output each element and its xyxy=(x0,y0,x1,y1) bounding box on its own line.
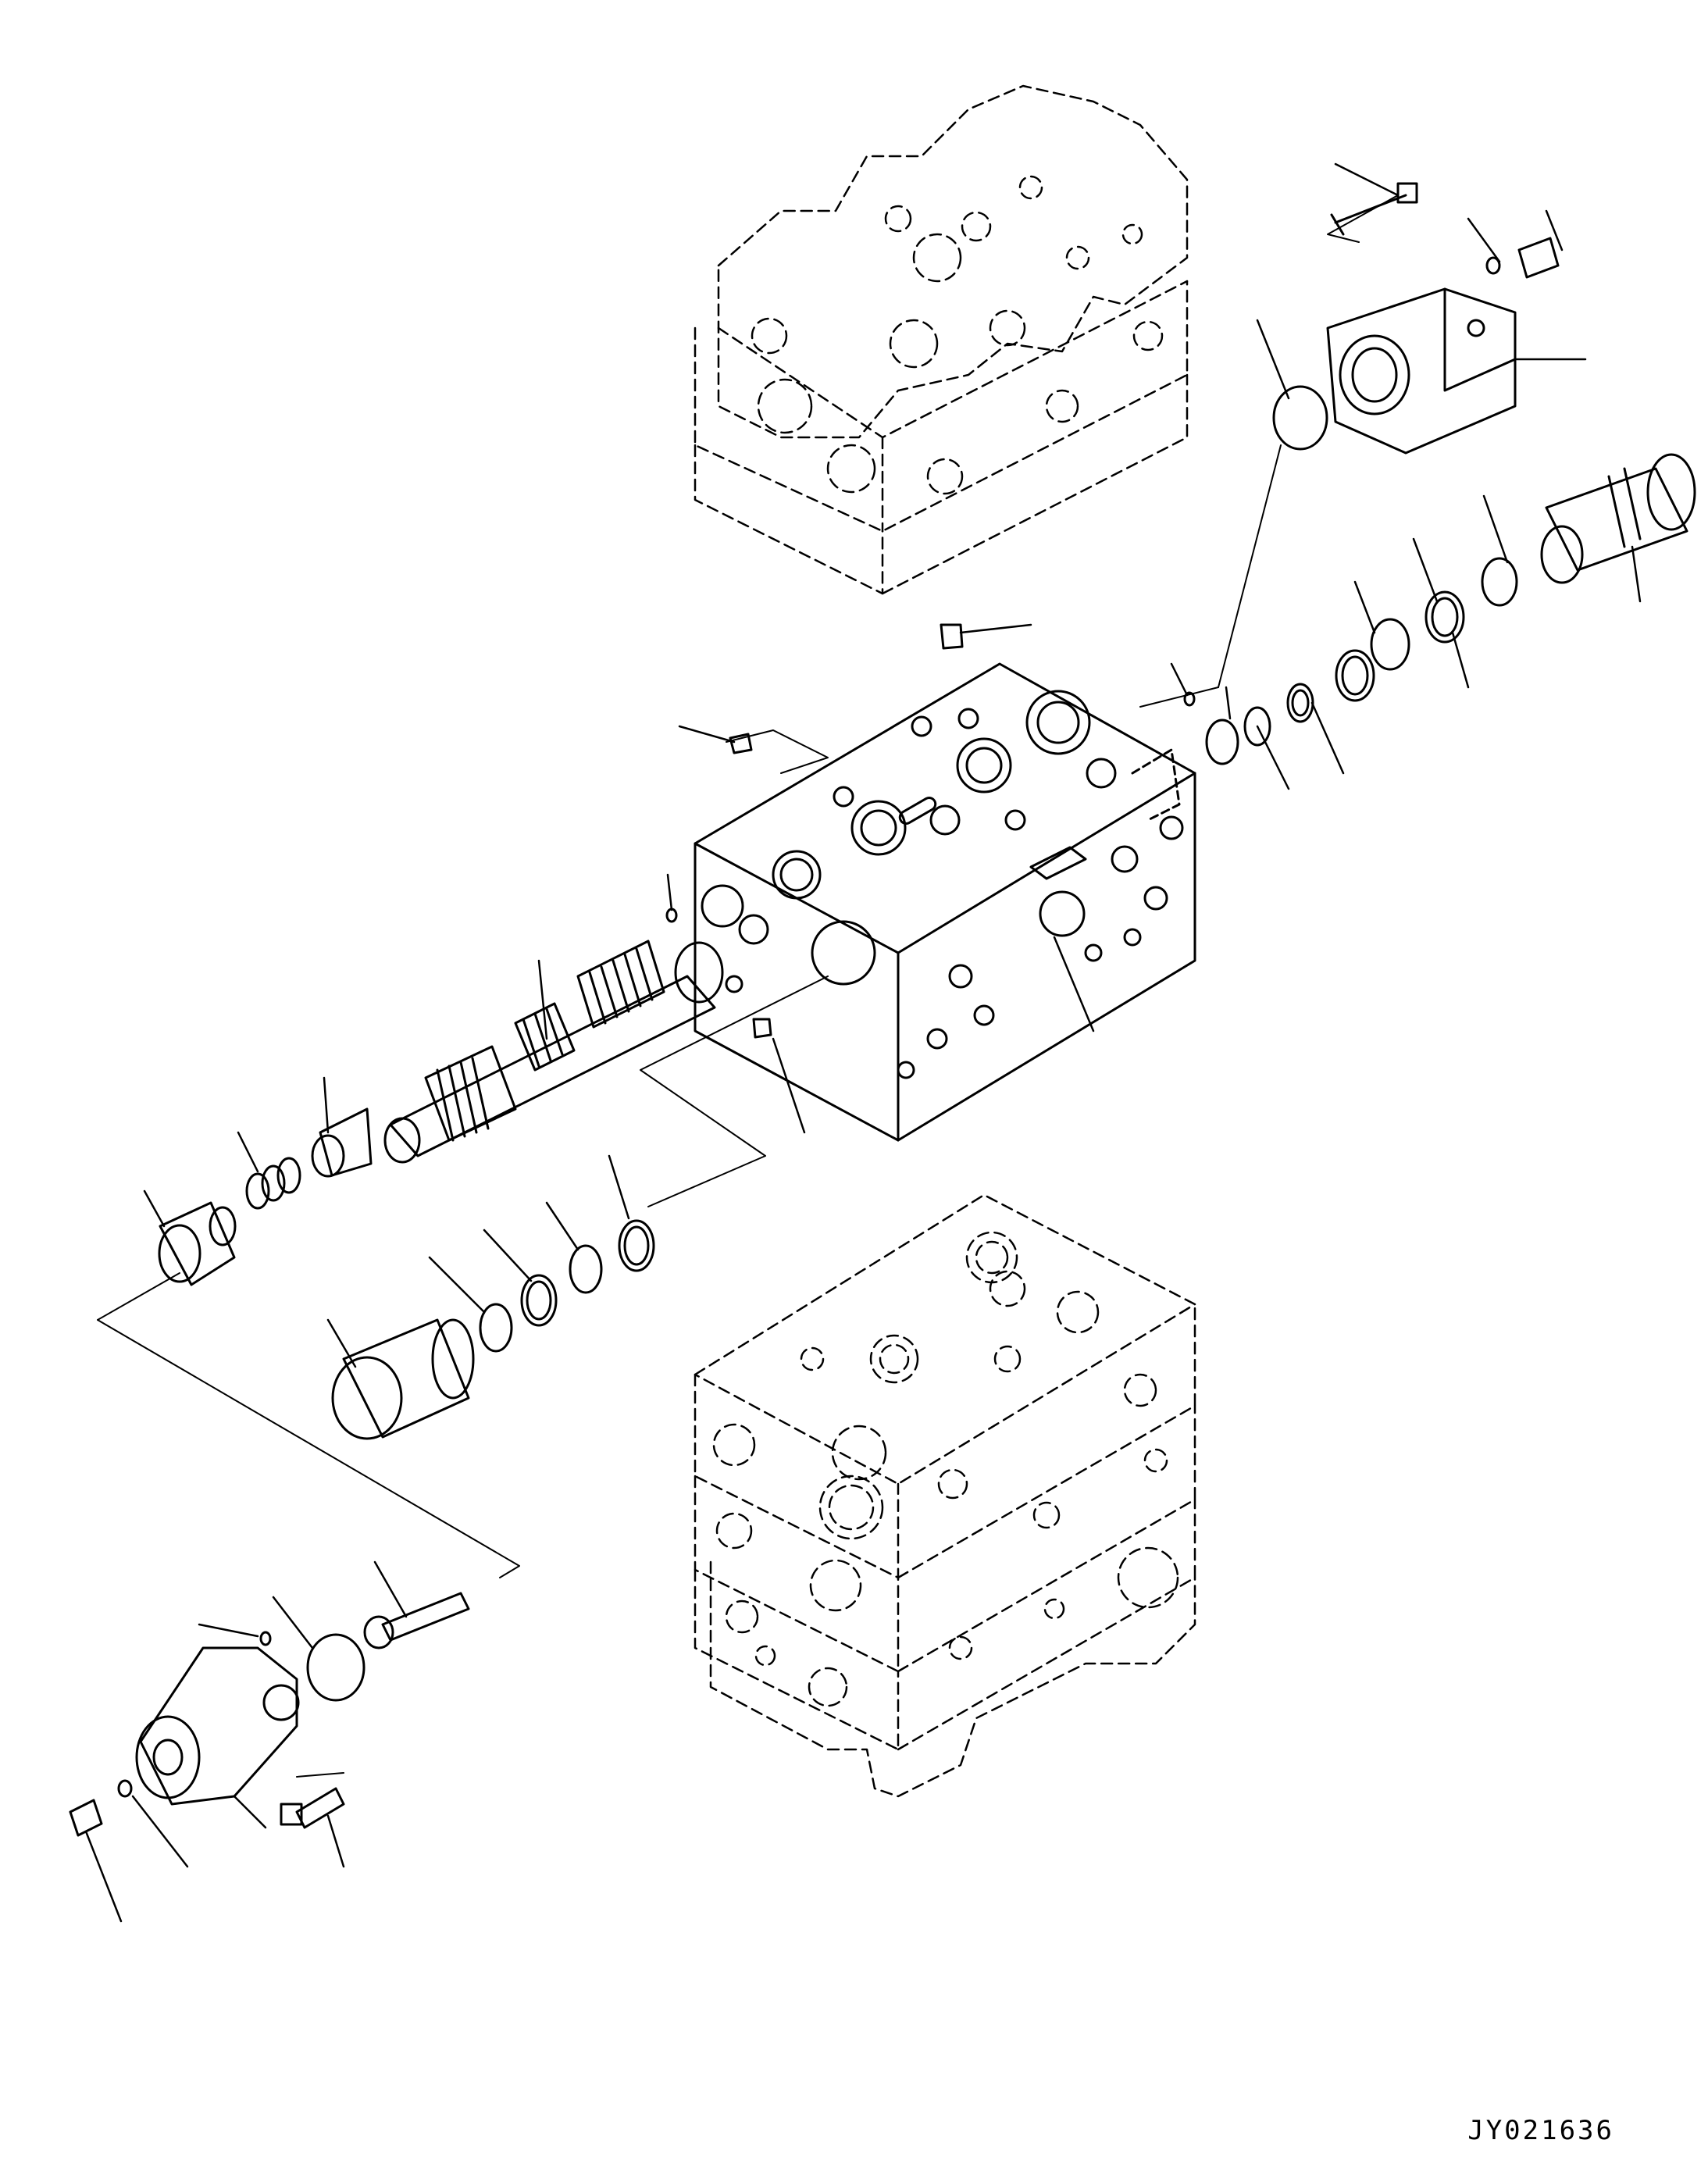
main-valve-body xyxy=(694,662,1196,1142)
leader-lines xyxy=(84,162,1642,1923)
spool-cap xyxy=(158,1201,237,1286)
upper-adjacent-valve-section xyxy=(694,84,1189,595)
spring-seat xyxy=(311,1107,373,1178)
relief-valve-plug xyxy=(331,1318,475,1440)
right-relief-cartridge xyxy=(1540,453,1696,584)
lower-adjacent-valve-stack xyxy=(694,1193,1196,1798)
main-spool xyxy=(383,940,724,1164)
solenoid-valve xyxy=(135,1646,300,1806)
cover-plug xyxy=(1485,237,1560,279)
cover-o-ring xyxy=(1272,385,1328,451)
solenoid-o-ring xyxy=(306,1633,365,1702)
spring xyxy=(245,1157,301,1210)
o-ring-set-left xyxy=(479,1219,655,1353)
right-cover-block xyxy=(1326,287,1517,455)
solenoid-bolt xyxy=(280,1787,345,1829)
solenoid-rod xyxy=(363,1592,470,1649)
cover-bolt xyxy=(1330,182,1418,236)
solenoid-plug xyxy=(69,1631,272,1837)
body-plugs xyxy=(665,623,1196,1039)
drawing-reference-code: JY021636 xyxy=(1467,2115,1614,2146)
o-ring-set-right xyxy=(1205,557,1518,765)
assembly-guide-lines xyxy=(97,194,1399,1778)
